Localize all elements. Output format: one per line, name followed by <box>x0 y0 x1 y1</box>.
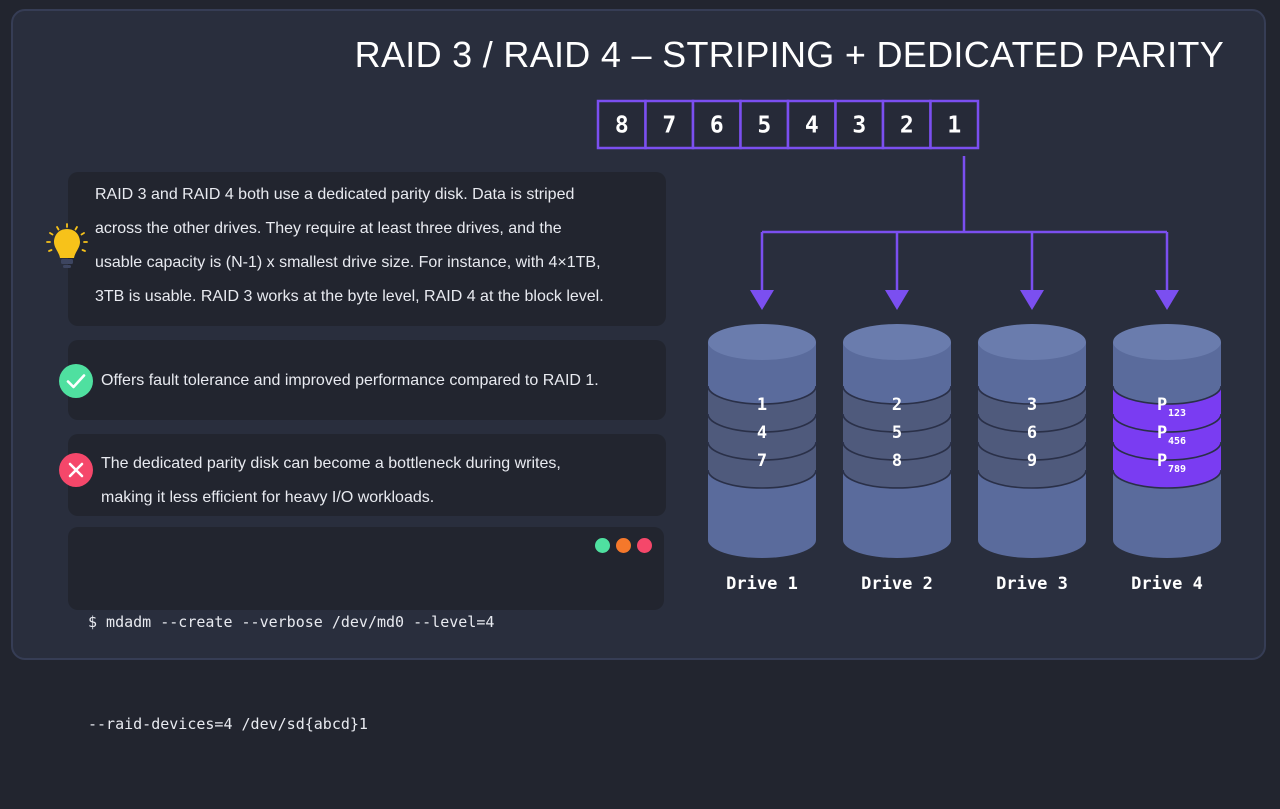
con-text: The dedicated parity disk can become a b… <box>101 447 561 515</box>
window-dot-red <box>637 538 652 553</box>
window-dot-green <box>595 538 610 553</box>
info-text: RAID 3 and RAID 4 both use a dedicated p… <box>95 178 604 314</box>
info-line: RAID 3 and RAID 4 both use a dedicated p… <box>95 186 575 203</box>
pro-text: Offers fault tolerance and improved perf… <box>101 372 599 389</box>
con-line: making it less efficient for heavy I/O w… <box>101 489 435 506</box>
info-line: 3TB is usable. RAID 3 works at the byte … <box>95 288 604 305</box>
page-title: RAID 3 / RAID 4 – STRIPING + DEDICATED P… <box>354 34 1224 75</box>
x-circle-icon <box>59 453 93 487</box>
info-card: RAID 3 and RAID 4 both use a dedicated p… <box>68 172 666 326</box>
terminal-card: $ mdadm --create --verbose /dev/md0 --le… <box>68 527 664 733</box>
terminal-line: --raid-devices=4 /dev/sd{abcd}1 <box>88 715 368 733</box>
pro-card: Offers fault tolerance and improved perf… <box>68 340 666 420</box>
window-dot-orange <box>616 538 631 553</box>
con-line: The dedicated parity disk can become a b… <box>101 455 561 472</box>
terminal-line: $ mdadm --create --verbose /dev/md0 --le… <box>88 613 495 631</box>
check-circle-icon <box>59 364 93 398</box>
info-line: usable capacity is (N-1) x smallest driv… <box>95 254 601 271</box>
terminal-code: $ mdadm --create --verbose /dev/md0 --le… <box>88 537 494 809</box>
info-line: across the other drives. They require at… <box>95 220 562 237</box>
lightbulb-icon <box>46 223 88 268</box>
con-card: The dedicated parity disk can become a b… <box>68 434 666 516</box>
